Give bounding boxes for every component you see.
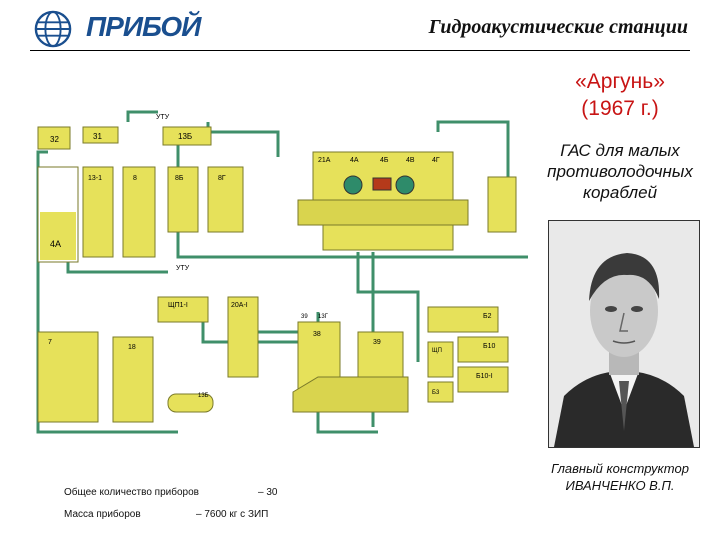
company-logo-text: ПРИБОЙ (86, 11, 201, 42)
svg-text:4А: 4А (50, 239, 61, 249)
count-label: Общее количество приборов (64, 487, 199, 498)
svg-text:4Г: 4Г (432, 157, 440, 164)
svg-text:18: 18 (128, 344, 136, 351)
cabinet-shchp: ЩП (427, 341, 454, 378)
svg-text:Б2: Б2 (483, 313, 492, 320)
svg-text:20А-I: 20А-I (231, 302, 248, 309)
svg-text:13Г: 13Г (318, 314, 329, 320)
station-name-line: «Аргунь» (575, 70, 665, 93)
cabinet-8g: 8Г (207, 166, 244, 233)
svg-text:38: 38 (313, 331, 321, 338)
station-desc-line: противолодочных (547, 162, 693, 181)
svg-text:4В: 4В (406, 157, 415, 164)
designer-name: ИВАНЧЕНКО В.П. (565, 478, 675, 493)
equipment-layout-diagram: 32 31 13Б УТУ 4А 13-1 8 8Б 8Г УТУ 21А 4А… (36, 110, 528, 434)
cable-lines (36, 110, 528, 434)
globe-logo-icon (34, 10, 72, 48)
tank-13b: 13Б (167, 393, 214, 413)
console-base (292, 376, 409, 413)
svg-text:8: 8 (133, 175, 137, 182)
svg-text:21А: 21А (318, 157, 331, 164)
cabinet-32: 32 (37, 126, 71, 150)
cabinet-b10-1: Б10-I (457, 366, 509, 393)
svg-text:39: 39 (373, 339, 381, 346)
mass-label: Масса приборов (64, 509, 141, 520)
svg-text:4Б: 4Б (380, 157, 389, 164)
svg-text:Б10-I: Б10-I (476, 373, 493, 380)
device-31: 31 (82, 126, 119, 144)
svg-text:8Б: 8Б (175, 175, 184, 182)
svg-text:Б10: Б10 (483, 343, 495, 350)
cabinet-13-1: 13-1 (82, 166, 114, 258)
svg-text:Б3: Б3 (432, 390, 440, 396)
cabinet-b3: Б3 (427, 381, 454, 403)
designer-role: Главный конструктор (551, 461, 689, 476)
station-year-line: (1967 г.) (581, 97, 659, 120)
device-right-top (487, 176, 517, 233)
cabinet-7: 7 (37, 331, 99, 423)
station-description: ГАС для малых противолодочных кораблей (520, 140, 720, 203)
svg-text:8Г: 8Г (218, 175, 226, 182)
station-name: «Аргунь» (1967 г.) (520, 68, 720, 122)
tank-4a: 4А (37, 166, 79, 263)
cabinet-18: 18 (112, 336, 154, 423)
cabinet-8b: 8Б (167, 166, 199, 233)
cabinet-b10: Б10 (457, 336, 509, 363)
svg-text:13Б: 13Б (198, 393, 209, 399)
main-console: 21А 4А 4Б 4В 4Г (297, 151, 469, 251)
uty-top-label: УТУ (156, 114, 170, 121)
svg-text:13-1: 13-1 (88, 175, 102, 182)
page-title: Гидроакустические станции (428, 16, 688, 38)
svg-text:ЩП: ЩП (432, 348, 442, 354)
uty-mid-label: УТУ (176, 265, 190, 272)
cabinet-20a: 20А-I (227, 296, 259, 378)
svg-text:4А: 4А (350, 157, 359, 164)
designer-caption: Главный конструктор ИВАНЧЕНКО В.П. (520, 460, 720, 494)
portrait-photo (549, 221, 699, 447)
svg-text:39: 39 (301, 314, 308, 320)
device-13b-top: 13Б (162, 126, 212, 146)
station-desc-line: кораблей (582, 183, 658, 202)
cabinet-b2: Б2 (427, 306, 499, 333)
svg-text:32: 32 (50, 135, 59, 144)
svg-text:31: 31 (93, 132, 102, 141)
count-value: – 30 (258, 487, 278, 498)
svg-text:ЩП1-I: ЩП1-I (168, 302, 188, 309)
mass-value: – 7600 кг с ЗИП (196, 509, 269, 520)
designer-portrait (548, 220, 700, 448)
svg-text:7: 7 (48, 339, 52, 346)
cabinet-8: 8 (122, 166, 156, 258)
header-divider (30, 50, 690, 51)
svg-text:13Б: 13Б (178, 132, 192, 141)
station-desc-line: ГАС для малых (560, 141, 680, 160)
cabinet-shchp1: ЩП1-I (157, 296, 209, 323)
